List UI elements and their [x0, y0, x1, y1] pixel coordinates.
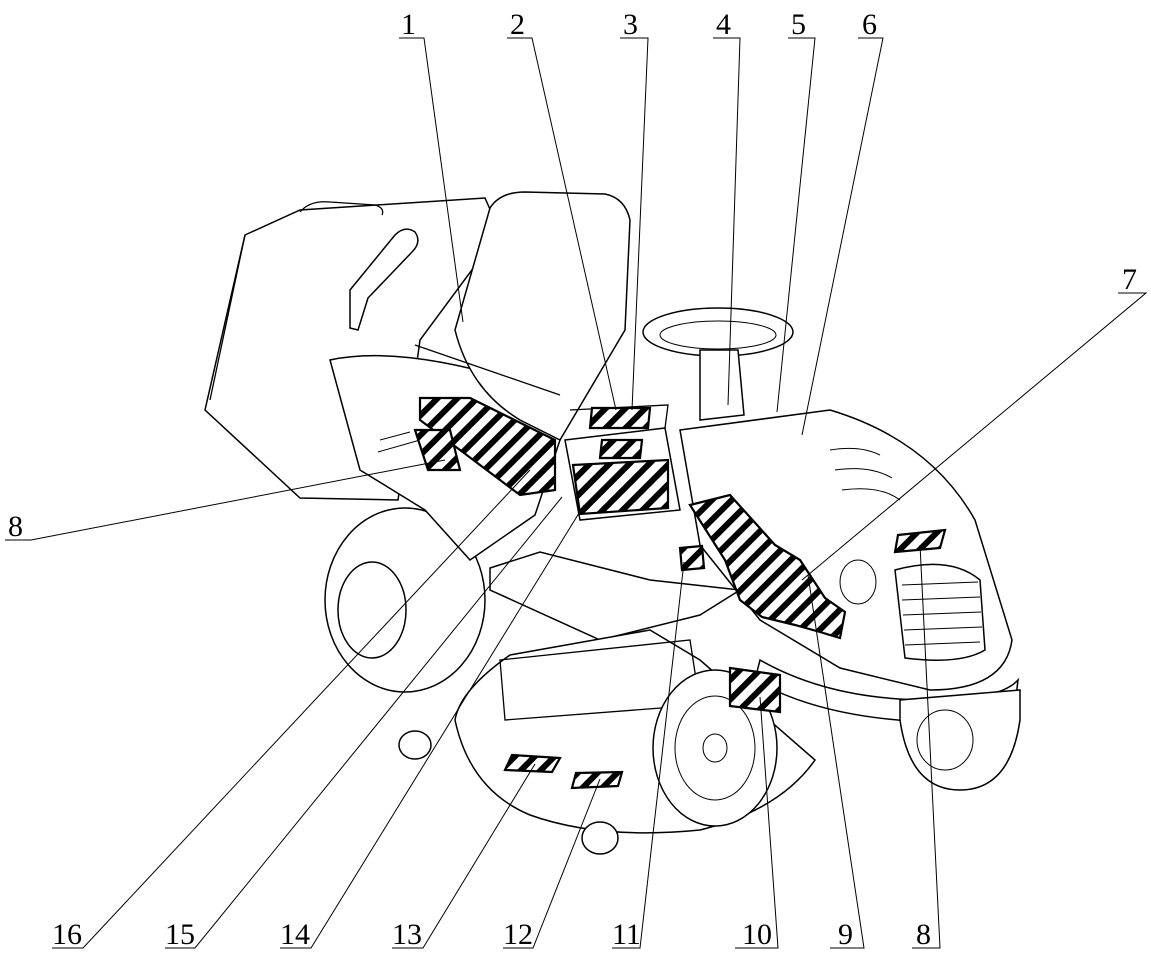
callout-1: 1: [401, 8, 416, 41]
callout-11: 11: [612, 918, 641, 951]
hood: [679, 409, 1013, 691]
leader-lines: [5, 37, 1148, 949]
callout-14: 14: [280, 918, 310, 951]
grass-catcher: [204, 197, 501, 501]
callout-5: 5: [791, 8, 806, 41]
callout-8-left: 8: [8, 510, 23, 543]
callout-16: 16: [52, 918, 82, 951]
callout-12: 12: [503, 918, 533, 951]
callout-4: 4: [716, 8, 731, 41]
callout-2: 2: [510, 8, 525, 41]
callout-7: 7: [1122, 263, 1137, 296]
callout-6: 6: [862, 8, 877, 41]
safety-decals: [413, 396, 947, 790]
callout-8-bottom: 8: [916, 918, 931, 951]
seat: [414, 191, 631, 441]
callout-9: 9: [838, 918, 853, 951]
steering-assembly: [642, 307, 794, 421]
callout-labels: 1 2 3 4 5 6 7 8 16 15 14 13 12 11 10 9 8: [8, 8, 1137, 951]
callout-13: 13: [392, 918, 422, 951]
callout-3: 3: [623, 8, 638, 41]
front-wheel-right: [899, 689, 1021, 791]
callout-10: 10: [742, 918, 772, 951]
callout-15: 15: [165, 918, 195, 951]
